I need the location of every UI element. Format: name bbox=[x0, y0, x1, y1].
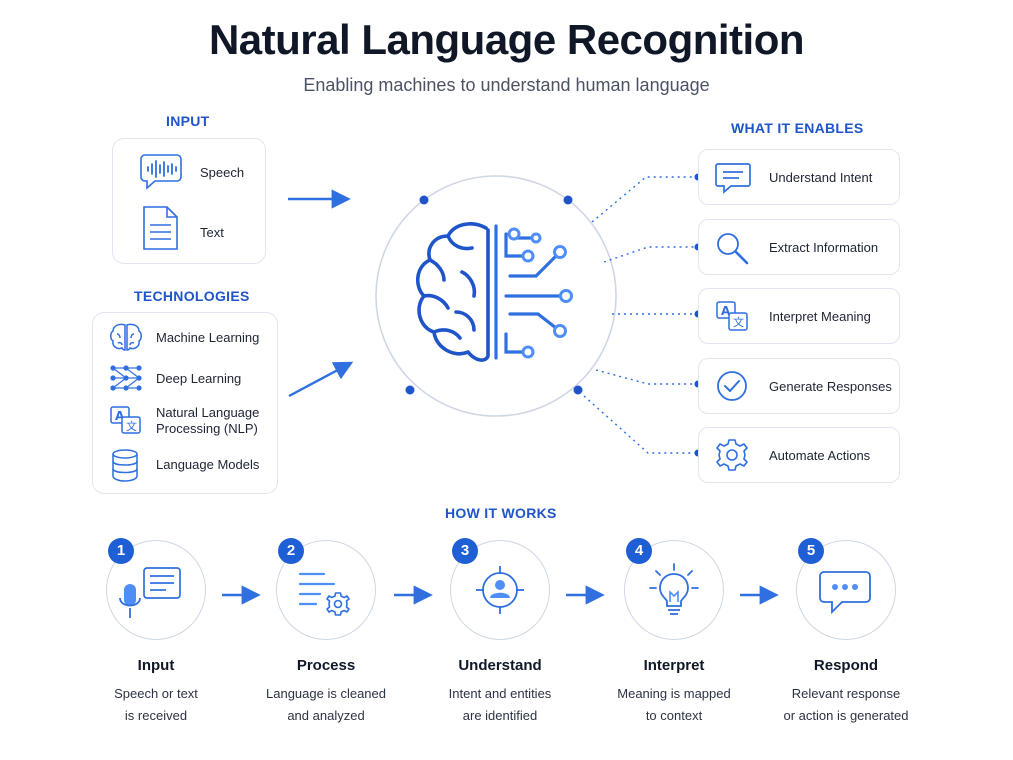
database-icon bbox=[112, 449, 138, 482]
enable-card-understand-intent: Understand Intent bbox=[698, 149, 900, 205]
connector-generate-responses bbox=[595, 369, 698, 385]
translate-icon: A 文 bbox=[110, 406, 141, 434]
tech-item-language-models: Language Models bbox=[156, 457, 260, 472]
step-title: Respond bbox=[813, 657, 879, 674]
target-user-icon bbox=[476, 566, 524, 614]
microphone-text-icon bbox=[119, 567, 181, 618]
step-title: Input bbox=[137, 657, 175, 674]
how-section-label: HOW IT WORKS bbox=[445, 505, 557, 521]
step-number: 2 bbox=[278, 538, 304, 564]
enables-section-label: WHAT IT ENABLES bbox=[731, 120, 864, 136]
check-circle-icon bbox=[717, 371, 747, 401]
step-description: Meaning is mapped to context bbox=[617, 686, 731, 723]
center-circle bbox=[375, 175, 617, 417]
svg-text:文: 文 bbox=[126, 419, 137, 433]
input-item-speech: Speech bbox=[200, 165, 245, 180]
brain-icon bbox=[110, 323, 142, 351]
chat-bubble-icon bbox=[715, 163, 751, 194]
enable-label-automate-actions: Automate Actions bbox=[769, 448, 871, 463]
tech-item-nlp: Natural Language Processing (NLP) bbox=[156, 405, 260, 436]
input-section-label: INPUT bbox=[166, 113, 210, 129]
enable-card-automate-actions: Automate Actions bbox=[698, 427, 900, 483]
brain-circuit-icon bbox=[416, 222, 573, 362]
step-description: Speech or text is received bbox=[114, 686, 198, 723]
speech-bubble-icon bbox=[819, 571, 871, 615]
connector-automate-actions bbox=[583, 395, 698, 454]
input-card: Speech Text bbox=[112, 138, 266, 264]
gear-icon bbox=[716, 439, 748, 471]
process-gear-icon bbox=[298, 572, 350, 616]
step-number: 5 bbox=[798, 538, 824, 564]
step-description: Intent and entities are identified bbox=[448, 686, 552, 723]
svg-text:A: A bbox=[721, 304, 731, 318]
step-description: Relevant response or action is generated bbox=[783, 686, 909, 723]
connector-understand-intent bbox=[591, 176, 698, 223]
svg-text:A: A bbox=[115, 409, 125, 423]
svg-text:文: 文 bbox=[733, 315, 744, 329]
step-title: Process bbox=[296, 657, 356, 674]
lightbulb-icon bbox=[649, 563, 699, 615]
tech-item-machine-learning: Machine Learning bbox=[156, 330, 260, 345]
step-number: 1 bbox=[108, 538, 134, 564]
step-number: 4 bbox=[626, 538, 652, 564]
technologies-card: Machine Learning Deep Learning A 文 Natur… bbox=[92, 312, 278, 494]
technologies-section-label: TECHNOLOGIES bbox=[134, 288, 250, 304]
page-title: Natural Language Recognition bbox=[208, 16, 805, 63]
translate-icon: A 文 bbox=[716, 301, 748, 331]
document-icon bbox=[143, 206, 178, 250]
page-subtitle: Enabling machines to understand human la… bbox=[303, 75, 710, 95]
step-number: 3 bbox=[452, 538, 478, 564]
enable-label-extract-information: Extract Information bbox=[769, 240, 879, 255]
enable-label-generate-responses: Generate Responses bbox=[769, 379, 892, 394]
step-title: Interpret bbox=[643, 657, 705, 674]
input-item-text: Text bbox=[200, 225, 224, 240]
connector-extract-information bbox=[603, 246, 698, 263]
speech-waveform-icon bbox=[140, 154, 182, 190]
enable-label-interpret-meaning: Interpret Meaning bbox=[769, 309, 871, 324]
tech-item-deep-learning: Deep Learning bbox=[156, 371, 242, 386]
step-description: Language is cleaned and analyzed bbox=[266, 686, 386, 723]
neural-network-icon bbox=[110, 365, 142, 391]
magnifier-icon bbox=[717, 233, 749, 265]
technologies-arrow bbox=[288, 361, 354, 398]
step-title: Understand bbox=[458, 657, 542, 674]
enable-card-extract-information: Extract Information bbox=[698, 219, 900, 275]
enable-card-generate-responses: Generate Responses bbox=[698, 358, 900, 414]
enable-card-interpret-meaning: A 文 Interpret Meaning bbox=[698, 288, 900, 344]
enable-label-understand-intent: Understand Intent bbox=[769, 170, 873, 185]
